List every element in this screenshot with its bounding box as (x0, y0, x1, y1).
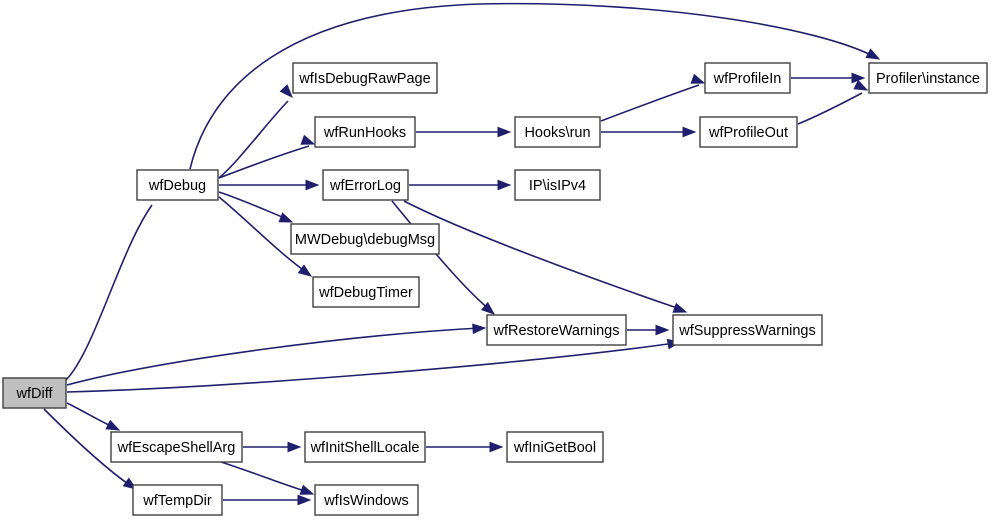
node-box-MWDebugdebugMsg[interactable] (290, 223, 440, 255)
node-box-wfDiff[interactable] (2, 377, 67, 409)
arrowhead-wfDebug-to-MWDebugdebugMsg (278, 212, 294, 223)
node-wfDebug[interactable]: wfDebug (136, 169, 219, 201)
node-box-wfRestoreWarnings[interactable] (486, 314, 627, 346)
edge-wfDiff-to-wfDebug (65, 204, 153, 381)
node-wfRestoreWarnings[interactable]: wfRestoreWarnings (486, 314, 627, 346)
arrowhead-wfRestoreWarnings-to-wfSuppressWarnings (655, 324, 670, 336)
edge-wfErrorLog-to-wfRestoreWarnings (391, 200, 491, 311)
arrowhead-wfDiff-to-wfEscapeShellArg (105, 419, 121, 431)
node-Profilerinstance[interactable]: Profiler\instance (868, 62, 988, 94)
edge-Hooksrun-to-wfProfileIn (600, 84, 700, 122)
arrowhead-Hooksrun-to-wfProfileOut (682, 126, 697, 138)
node-label-wfRestoreWarnings: wfRestoreWarnings (493, 323, 620, 339)
node-box-wfIsWindows[interactable] (314, 484, 419, 516)
edge-wfDiff-to-wfEscapeShellArg (66, 402, 116, 429)
edge-wfProfileOut-to-Profilerinstance (797, 92, 863, 125)
node-box-wfErrorLog[interactable] (322, 169, 409, 201)
arrowhead-wfEscapeShellArg-to-wfIsWindows (299, 484, 315, 495)
node-box-wfProfileOut[interactable] (699, 116, 798, 148)
node-label-wfInitShellLocale: wfInitShellLocale (310, 440, 420, 456)
node-wfRunHooks[interactable]: wfRunHooks (314, 116, 416, 148)
node-wfIniGetBool[interactable]: wfIniGetBool (506, 431, 604, 463)
node-IPisIPv4[interactable]: IP\isIPv4 (514, 169, 601, 201)
node-MWDebugdebugMsg[interactable]: MWDebug\debugMsg (290, 223, 440, 255)
node-box-Profilerinstance[interactable] (868, 62, 988, 94)
node-box-wfDebug[interactable] (136, 169, 219, 201)
node-label-wfTempDir: wfTempDir (142, 493, 212, 509)
node-wfIsWindows[interactable]: wfIsWindows (314, 484, 419, 516)
arrowhead-wfDebug-to-wfRunHooks (300, 134, 316, 145)
arrowhead-Hooksrun-to-wfProfileIn (690, 73, 706, 84)
node-label-wfDebugTimer: wfDebugTimer (318, 285, 413, 301)
node-wfInitShellLocale[interactable]: wfInitShellLocale (304, 431, 426, 463)
node-box-wfRunHooks[interactable] (314, 116, 416, 148)
edge-wfDebug-to-wfDebugTimer (218, 196, 307, 273)
node-wfSuppressWarnings[interactable]: wfSuppressWarnings (672, 314, 823, 346)
arrowhead-wfDebug-to-wfDebugTimer (297, 264, 313, 277)
node-wfErrorLog[interactable]: wfErrorLog (322, 169, 409, 201)
node-box-wfEscapeShellArg[interactable] (110, 431, 243, 463)
node-box-wfDebugTimer[interactable] (312, 276, 420, 308)
node-Hooksrun[interactable]: Hooks\run (514, 116, 601, 148)
arrowhead-wfTempDir-to-wfIsWindows (297, 494, 312, 506)
node-box-wfIniGetBool[interactable] (506, 431, 604, 463)
node-wfProfileIn[interactable]: wfProfileIn (704, 62, 791, 94)
edge-wfDiff-to-wfTempDir (43, 408, 132, 487)
node-label-wfDiff: wfDiff (16, 386, 54, 402)
node-label-IPisIPv4: IP\isIPv4 (529, 178, 586, 194)
node-label-wfIniGetBool: wfIniGetBool (513, 440, 596, 456)
node-label-wfIsWindows: wfIsWindows (323, 493, 409, 509)
edges-layer (43, 2, 881, 506)
node-label-wfErrorLog: wfErrorLog (329, 178, 401, 194)
nodes-layer: wfDiff wfDebug wfIsDebugRawPage wfRunHooks w… (2, 62, 988, 516)
arrowhead-wfEscapeShellArg-to-wfInitShellLocale (287, 441, 302, 453)
node-wfTempDir[interactable]: wfTempDir (132, 484, 223, 516)
node-wfProfileOut[interactable]: wfProfileOut (699, 116, 798, 148)
node-label-wfProfileIn: wfProfileIn (713, 71, 782, 87)
node-label-MWDebugdebugMsg: MWDebug\debugMsg (295, 232, 435, 248)
node-label-wfDebug: wfDebug (148, 178, 206, 194)
edge-wfDiff-to-wfSuppressWarnings (66, 342, 676, 393)
arrowhead-wfErrorLog-to-wfRestoreWarnings (481, 301, 496, 315)
node-box-wfTempDir[interactable] (132, 484, 223, 516)
edge-wfDebug-to-wfRunHooks (218, 145, 310, 179)
arrowhead-wfProfileOut-to-Profilerinstance (853, 79, 869, 91)
node-label-wfProfileOut: wfProfileOut (708, 125, 788, 141)
node-box-wfSuppressWarnings[interactable] (672, 314, 823, 346)
edge-wfDebug-to-wfIsDebugRawPage (218, 100, 289, 179)
node-label-wfSuppressWarnings: wfSuppressWarnings (678, 323, 815, 339)
node-box-wfIsDebugRawPage[interactable] (292, 62, 438, 94)
arrowhead-wfDebug-to-Profilerinstance (865, 48, 881, 60)
node-label-Profilerinstance: Profiler\instance (876, 71, 980, 87)
arrowhead-wfRunHooks-to-Hooksrun (497, 126, 512, 138)
node-label-Hooksrun: Hooks\run (524, 125, 590, 141)
arrowhead-wfDebug-to-wfIsDebugRawPage (279, 84, 293, 99)
arrowhead-wfErrorLog-to-IPisIPv4 (497, 179, 512, 191)
node-wfIsDebugRawPage[interactable]: wfIsDebugRawPage (292, 62, 438, 94)
node-box-wfInitShellLocale[interactable] (304, 431, 426, 463)
node-label-wfIsDebugRawPage: wfIsDebugRawPage (298, 71, 430, 87)
node-box-Hooksrun[interactable] (514, 116, 601, 148)
node-wfDebugTimer[interactable]: wfDebugTimer (312, 276, 420, 308)
edge-wfEscapeShellArg-to-wfIsWindows (220, 461, 309, 493)
node-label-wfRunHooks: wfRunHooks (323, 125, 406, 141)
edge-wfDiff-to-wfRestoreWarnings (66, 327, 481, 386)
node-wfEscapeShellArg[interactable]: wfEscapeShellArg (110, 431, 243, 463)
arrowhead-wfInitShellLocale-to-wfIniGetBool (489, 441, 504, 453)
edge-wfDebug-to-Profilerinstance (189, 2, 876, 170)
arrowhead-wfErrorLog-to-wfSuppressWarnings (672, 302, 688, 313)
node-box-IPisIPv4[interactable] (514, 169, 601, 201)
node-label-wfEscapeShellArg: wfEscapeShellArg (117, 440, 236, 456)
edge-wfErrorLog-to-wfSuppressWarnings (403, 200, 681, 310)
arrowhead-wfDiff-to-wfRestoreWarnings (472, 323, 487, 335)
node-box-wfProfileIn[interactable] (704, 62, 791, 94)
node-wfDiff[interactable]: wfDiff (2, 377, 67, 409)
arrowhead-wfDebug-to-wfErrorLog (305, 179, 320, 191)
